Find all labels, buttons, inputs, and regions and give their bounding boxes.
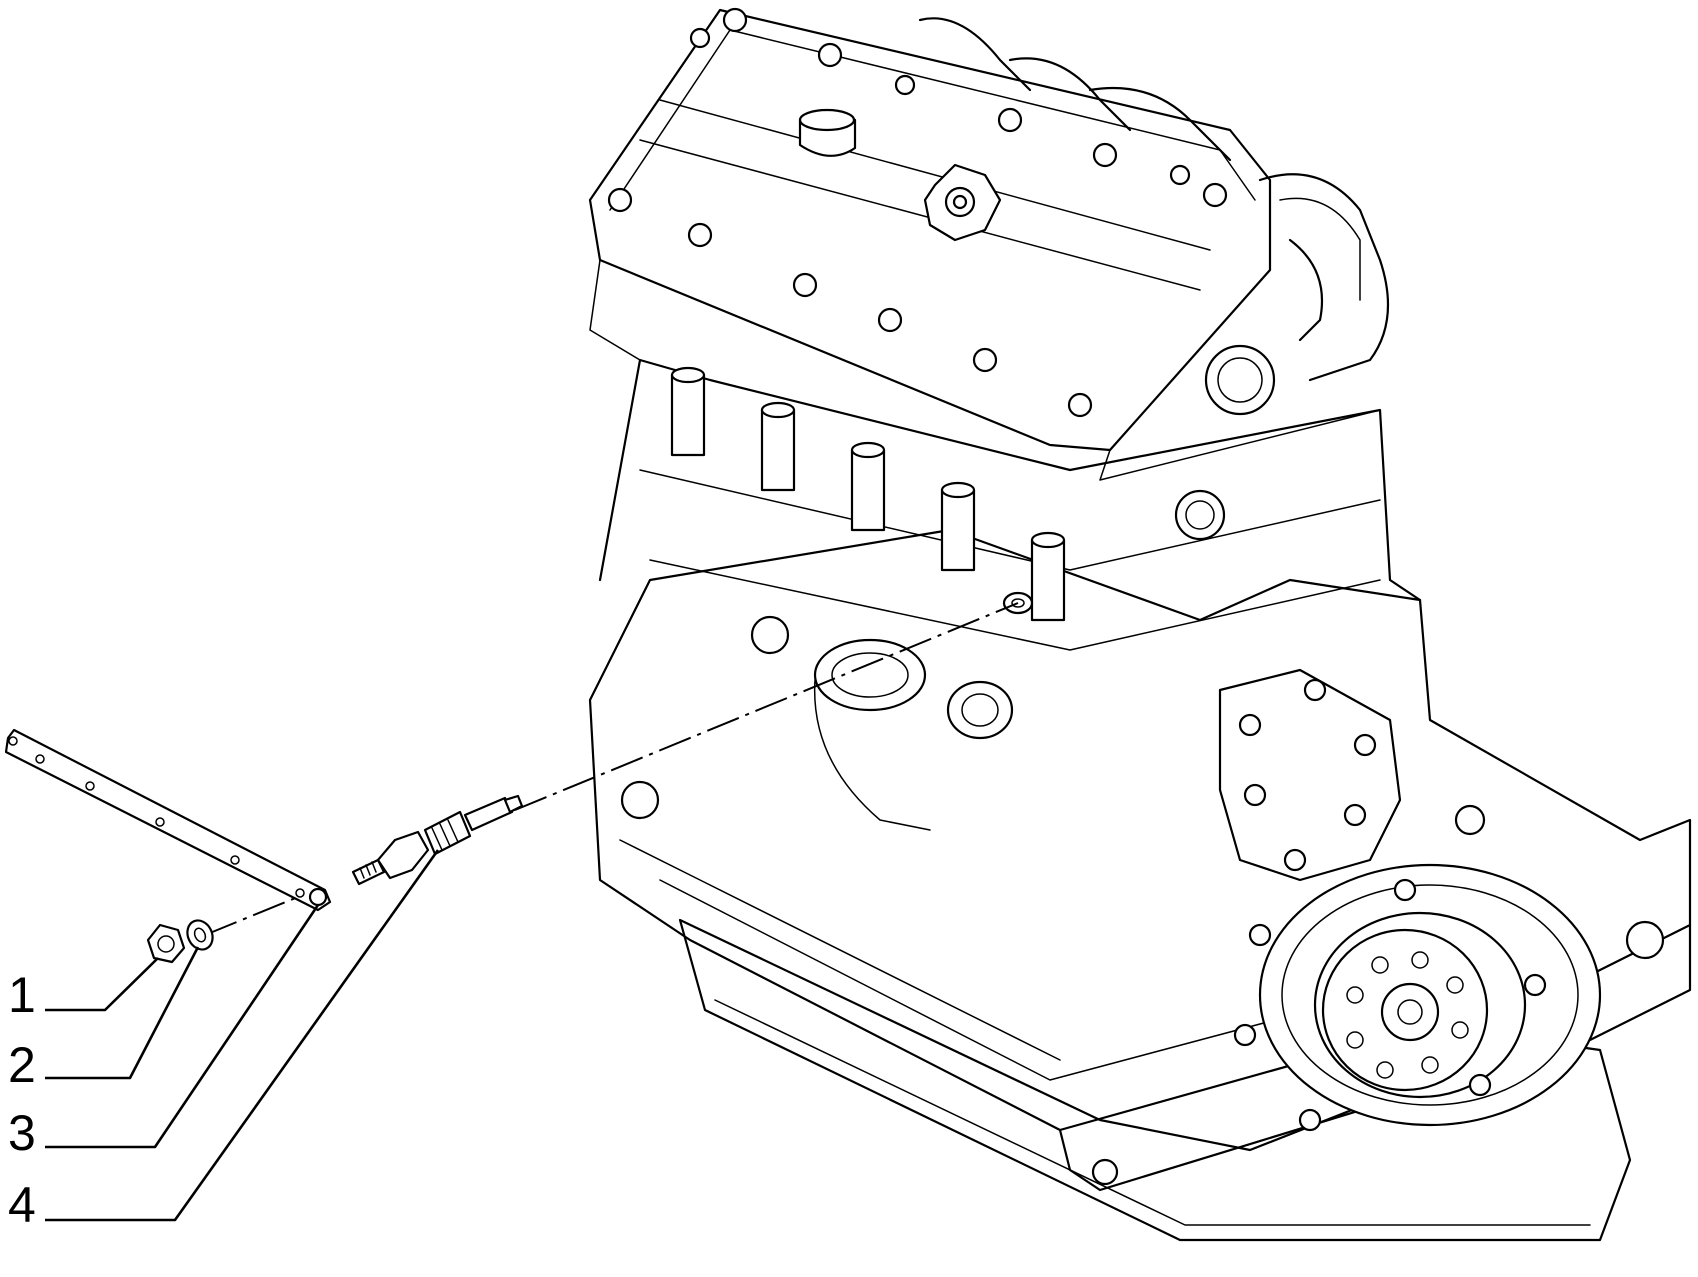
callout-4-leader <box>45 849 440 1222</box>
callout-1: 1 <box>8 957 159 1023</box>
bus-bar-axis-line <box>204 889 316 936</box>
crank-pulley-icon <box>1233 863 1602 1132</box>
callout-3-number: 3 <box>8 1105 36 1161</box>
glow-plug-icon <box>351 794 524 886</box>
callout-4: 4 <box>8 849 440 1233</box>
bus-bar-icon <box>4 728 332 912</box>
engine-block-icon <box>588 7 1692 1242</box>
callout-2: 2 <box>8 946 200 1093</box>
washer-icon <box>186 919 214 951</box>
callout-3-leader <box>45 904 320 1149</box>
callout-1-number: 1 <box>8 967 36 1023</box>
glow-plug-axis-line <box>514 602 1019 811</box>
callout-4-number: 4 <box>8 1177 36 1233</box>
callout-1-leader <box>45 957 159 1012</box>
callout-2-leader <box>45 946 200 1080</box>
callout-3: 3 <box>8 904 320 1161</box>
nut-icon <box>146 923 186 964</box>
callout-2-number: 2 <box>8 1037 36 1093</box>
